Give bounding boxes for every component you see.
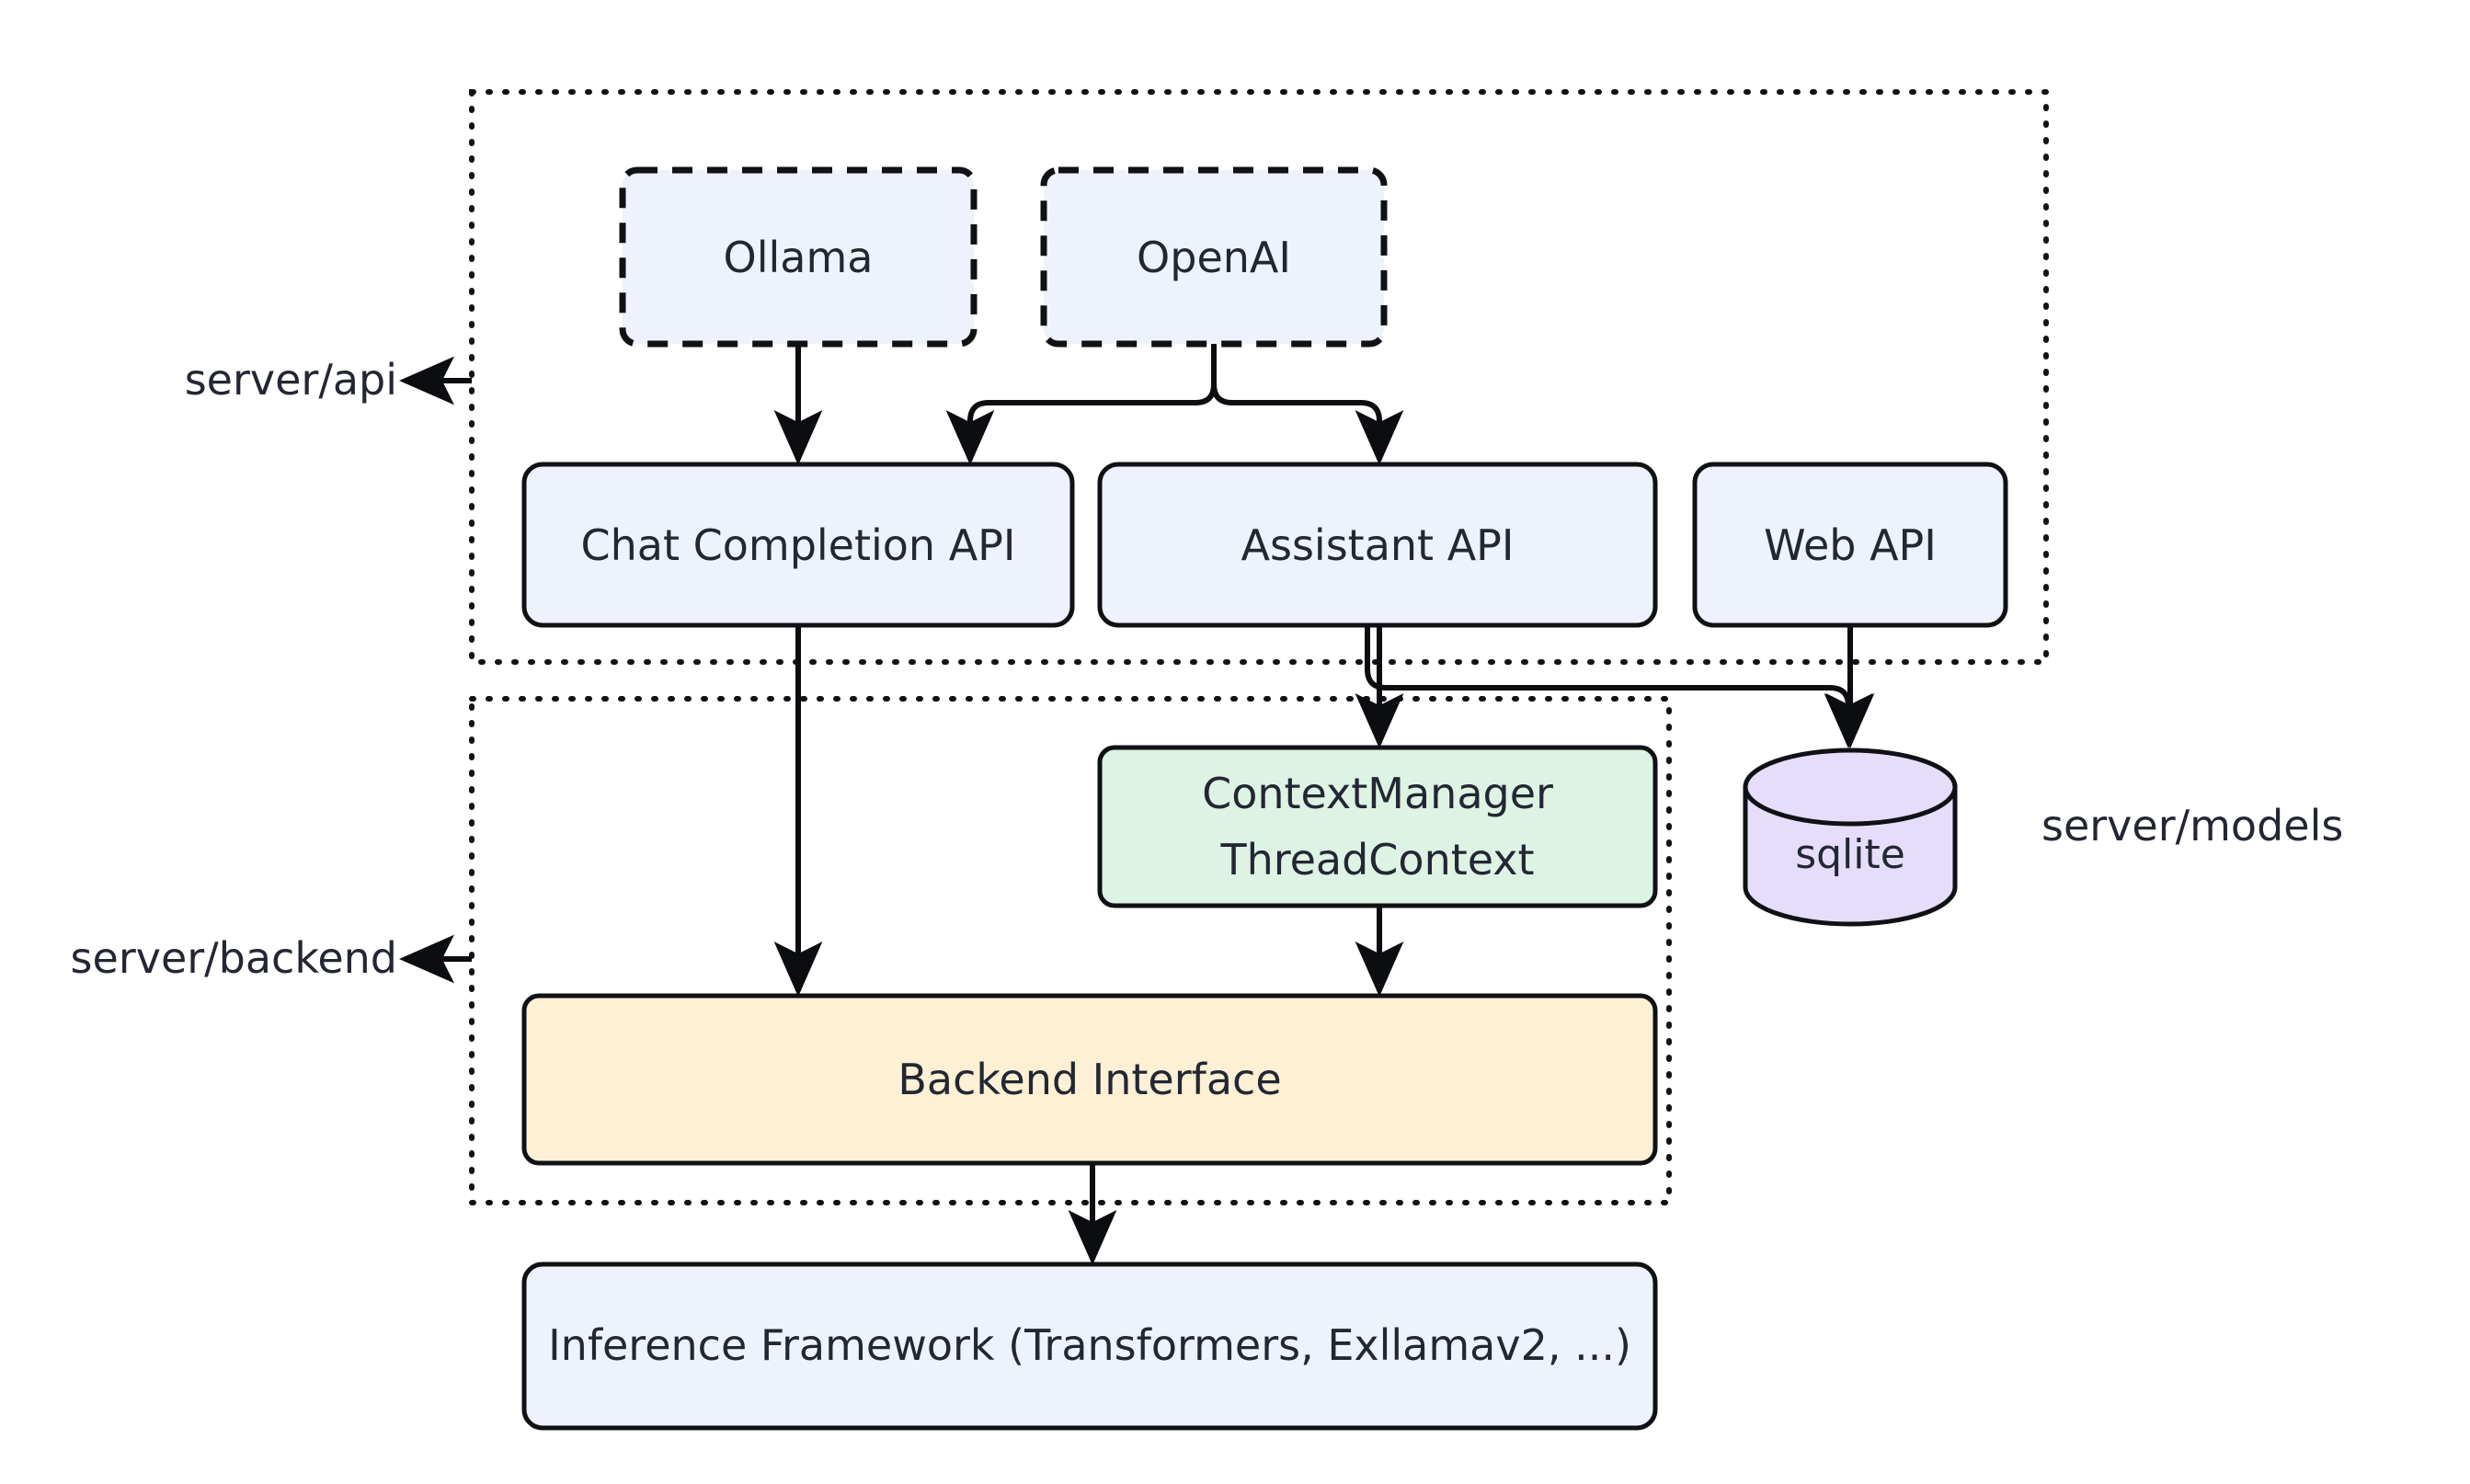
ollama-label: Ollama	[724, 233, 874, 282]
node-context-manager[interactable]: ContextManager ThreadContext	[1097, 745, 1658, 908]
backend-interface-box[interactable]	[521, 993, 1658, 1166]
assistant-api-box[interactable]	[1097, 462, 1658, 628]
chat-completion-api-box[interactable]	[521, 462, 1075, 628]
cluster-server-api	[469, 89, 2049, 665]
inference-framework-label: Inference Framework (Transformers, Exlla…	[548, 1320, 1631, 1370]
inference-framework-box[interactable]	[521, 1261, 1658, 1431]
web-api-label: Web API	[1764, 520, 1937, 570]
context-manager-label-line2: ThreadContext	[1219, 835, 1534, 885]
openai-label: OpenAI	[1137, 233, 1291, 282]
assistant-api-label: Assistant API	[1241, 520, 1515, 570]
web-api-box[interactable]	[1692, 462, 2008, 628]
chat-completion-api-label: Chat Completion API	[581, 520, 1016, 570]
context-manager-box[interactable]	[1097, 745, 1658, 908]
edge-assistant-api-to-sqlite	[1365, 625, 1873, 748]
node-ollama[interactable]: Ollama	[619, 166, 978, 348]
edge-openai-to-assistant-api	[1211, 344, 1404, 465]
backend-interface-label: Backend Interface	[898, 1055, 1281, 1104]
sqlite-cylinder-top	[1743, 748, 1958, 827]
label-server-api: server/api	[185, 355, 397, 405]
context-manager-label-line1: ContextManager	[1202, 769, 1553, 818]
node-chat-completion-api[interactable]: Chat Completion API	[521, 462, 1075, 628]
edge-openai-to-chat-completion-api	[945, 344, 1217, 465]
node-sqlite[interactable]: sqlite	[1743, 748, 1958, 927]
cluster-server-backend	[469, 696, 1672, 1205]
node-inference-framework[interactable]: Inference Framework (Transformers, Exlla…	[521, 1261, 1658, 1431]
ollama-box[interactable]	[619, 166, 978, 348]
label-server-models: server/models	[2041, 801, 2343, 850]
sqlite-label: sqlite	[1795, 831, 1905, 878]
node-openai[interactable]: OpenAI	[1040, 166, 1388, 348]
openai-box[interactable]	[1040, 166, 1388, 348]
label-server-backend: server/backend	[71, 933, 397, 983]
node-web-api[interactable]: Web API	[1692, 462, 2008, 628]
node-assistant-api[interactable]: Assistant API	[1097, 462, 1658, 628]
node-backend-interface[interactable]: Backend Interface	[521, 993, 1658, 1166]
